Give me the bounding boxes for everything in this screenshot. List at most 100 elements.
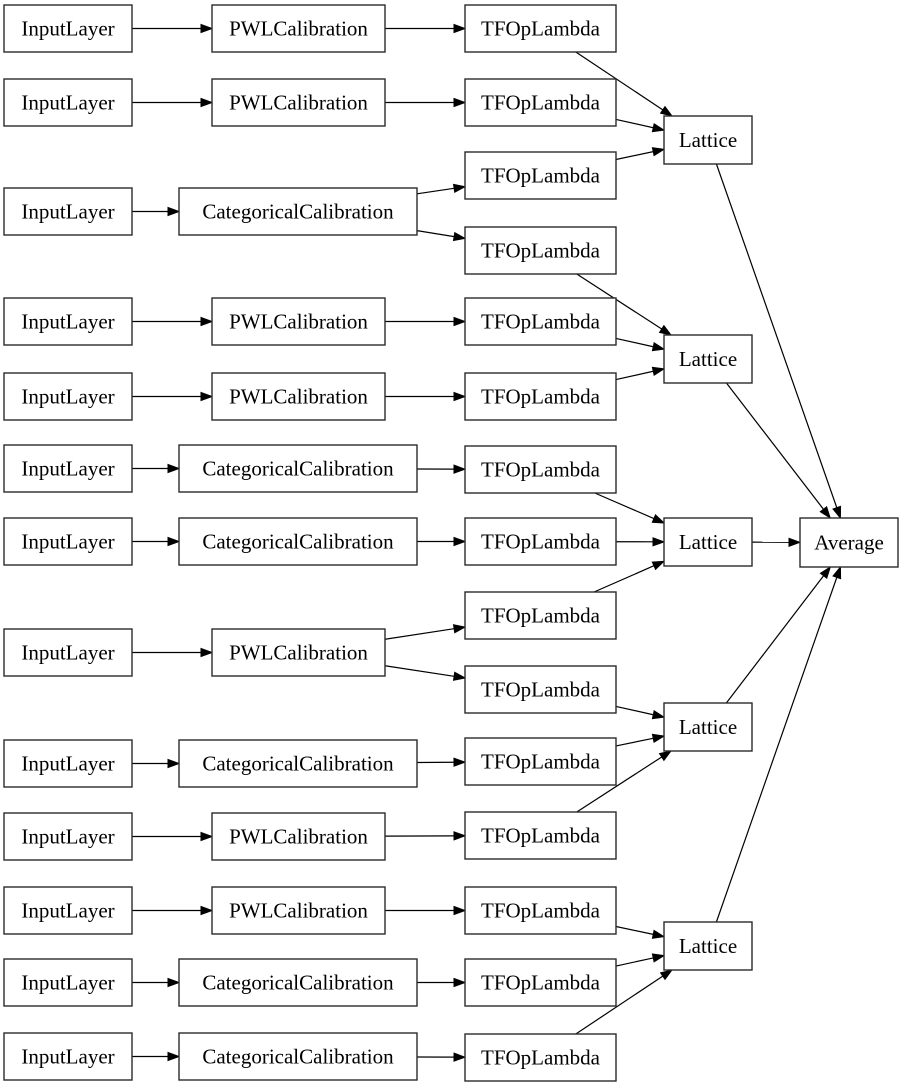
node-label: PWLCalibration	[229, 385, 368, 409]
node-box	[464, 372, 617, 421]
edge-i5-p4	[132, 391, 214, 402]
node-label: Lattice	[679, 128, 737, 152]
arrowhead-icon	[452, 624, 467, 634]
edge-c5-t14	[417, 977, 467, 988]
edge-p7-t13	[385, 905, 467, 916]
node-box	[464, 78, 617, 127]
node-label: PWLCalibration	[229, 91, 368, 115]
node-box	[464, 297, 617, 346]
node-box	[464, 665, 617, 714]
node-tfoplambda-t15: TFOpLambda	[464, 1033, 617, 1082]
arrowhead-icon	[453, 757, 467, 767]
node-label: CategoricalCalibration	[202, 971, 394, 995]
node-tfoplambda-t2: TFOpLambda	[464, 78, 617, 127]
node-box	[3, 4, 133, 53]
edge-t3-L1	[615, 147, 666, 161]
node-box	[464, 886, 617, 935]
node-label: InputLayer	[21, 17, 114, 41]
node-box	[663, 921, 753, 971]
node-box	[211, 812, 386, 861]
edge-i4-p3	[132, 316, 214, 327]
node-categoricalcalibration-c5: CategoricalCalibration	[178, 958, 418, 1007]
node-label: TFOpLambda	[481, 899, 601, 923]
node-label: PWLCalibration	[229, 899, 368, 923]
node-pwlcalibration-p1: PWLCalibration	[211, 4, 386, 53]
node-inputlayer-i12: InputLayer	[3, 958, 133, 1007]
node-box	[464, 4, 617, 53]
node-box	[178, 517, 418, 566]
edge-c2-t7	[416, 464, 467, 474]
arrowhead-icon	[453, 316, 467, 327]
edge-t15-L5	[575, 969, 674, 1035]
node-box	[3, 739, 133, 788]
edge-p2-t2	[385, 97, 467, 108]
node-categoricalcalibration-c1: CategoricalCalibration	[178, 187, 418, 236]
node-inputlayer-i4: InputLayer	[3, 297, 133, 346]
node-tfoplambda-t9: TFOpLambda	[464, 591, 617, 640]
node-label: CategoricalCalibration	[202, 200, 394, 224]
edge-i11-p7	[132, 905, 214, 916]
edge-t12-L4	[576, 750, 673, 813]
node-box	[178, 739, 418, 788]
arrowhead-icon	[832, 505, 842, 520]
node-label: TFOpLambda	[481, 750, 601, 774]
node-layer: InputLayerInputLayerInputLayerInputLayer…	[3, 4, 899, 1082]
node-label: TFOpLambda	[481, 385, 601, 409]
edge-p6-t12	[384, 831, 467, 841]
node-lattice-L1: Lattice	[663, 115, 753, 165]
node-inputlayer-i2: InputLayer	[3, 78, 133, 127]
node-box	[211, 372, 386, 421]
arrowhead-icon	[651, 123, 666, 133]
arrowhead-icon	[453, 831, 467, 841]
node-label: Lattice	[679, 530, 737, 554]
arrowhead-icon	[659, 969, 674, 981]
arrowhead-icon	[200, 905, 214, 916]
node-box	[3, 444, 133, 493]
edge-t10-L4	[615, 705, 666, 720]
node-tfoplambda-t12: TFOpLambda	[464, 811, 617, 860]
node-label: PWLCalibration	[229, 641, 368, 665]
arrowhead-icon	[167, 758, 181, 769]
edge-t2-L1	[615, 118, 666, 133]
node-label: PWLCalibration	[229, 310, 368, 334]
node-box	[3, 297, 133, 346]
edge-c6-t15	[416, 1052, 467, 1062]
node-tfoplambda-t7: TFOpLambda	[464, 445, 617, 494]
arrowhead-icon	[453, 464, 467, 474]
arrowhead-icon	[167, 206, 181, 217]
node-box	[464, 1033, 617, 1082]
node-tfoplambda-t8: TFOpLambda	[464, 517, 617, 566]
node-label: InputLayer	[21, 641, 114, 665]
edge-t11-L4	[615, 733, 666, 747]
edge-i2-p2	[132, 97, 214, 108]
node-label: Lattice	[679, 715, 737, 739]
edge-p5-t10	[384, 665, 467, 681]
edge-t7-L3	[594, 492, 666, 524]
node-label: InputLayer	[21, 457, 114, 481]
node-label: PWLCalibration	[229, 17, 368, 41]
edge-c1-t4	[416, 230, 467, 242]
node-box	[211, 4, 386, 53]
node-tfoplambda-t11: TFOpLambda	[464, 737, 617, 786]
node-label: TFOpLambda	[481, 91, 601, 115]
arrowhead-icon	[652, 537, 666, 547]
arrowhead-icon	[651, 733, 666, 743]
node-pwlcalibration-p6: PWLCalibration	[211, 812, 386, 861]
node-box	[663, 334, 753, 384]
arrowhead-icon	[651, 560, 666, 571]
arrowhead-icon	[651, 929, 666, 939]
node-tfoplambda-t14: TFOpLambda	[464, 958, 617, 1007]
node-categoricalcalibration-c4: CategoricalCalibration	[178, 739, 418, 788]
arrowhead-icon	[200, 391, 214, 402]
arrowhead-icon	[200, 831, 214, 842]
node-box	[464, 737, 617, 786]
node-lattice-L5: Lattice	[663, 921, 753, 971]
edge-i9-c4	[132, 758, 181, 769]
node-tfoplambda-t10: TFOpLambda	[464, 665, 617, 714]
node-tfoplambda-t13: TFOpLambda	[464, 886, 617, 935]
arrowhead-icon	[200, 316, 214, 327]
node-box	[464, 445, 617, 494]
node-label: Average	[814, 531, 884, 555]
edge-L2-A	[725, 382, 832, 520]
node-label: InputLayer	[21, 752, 114, 776]
